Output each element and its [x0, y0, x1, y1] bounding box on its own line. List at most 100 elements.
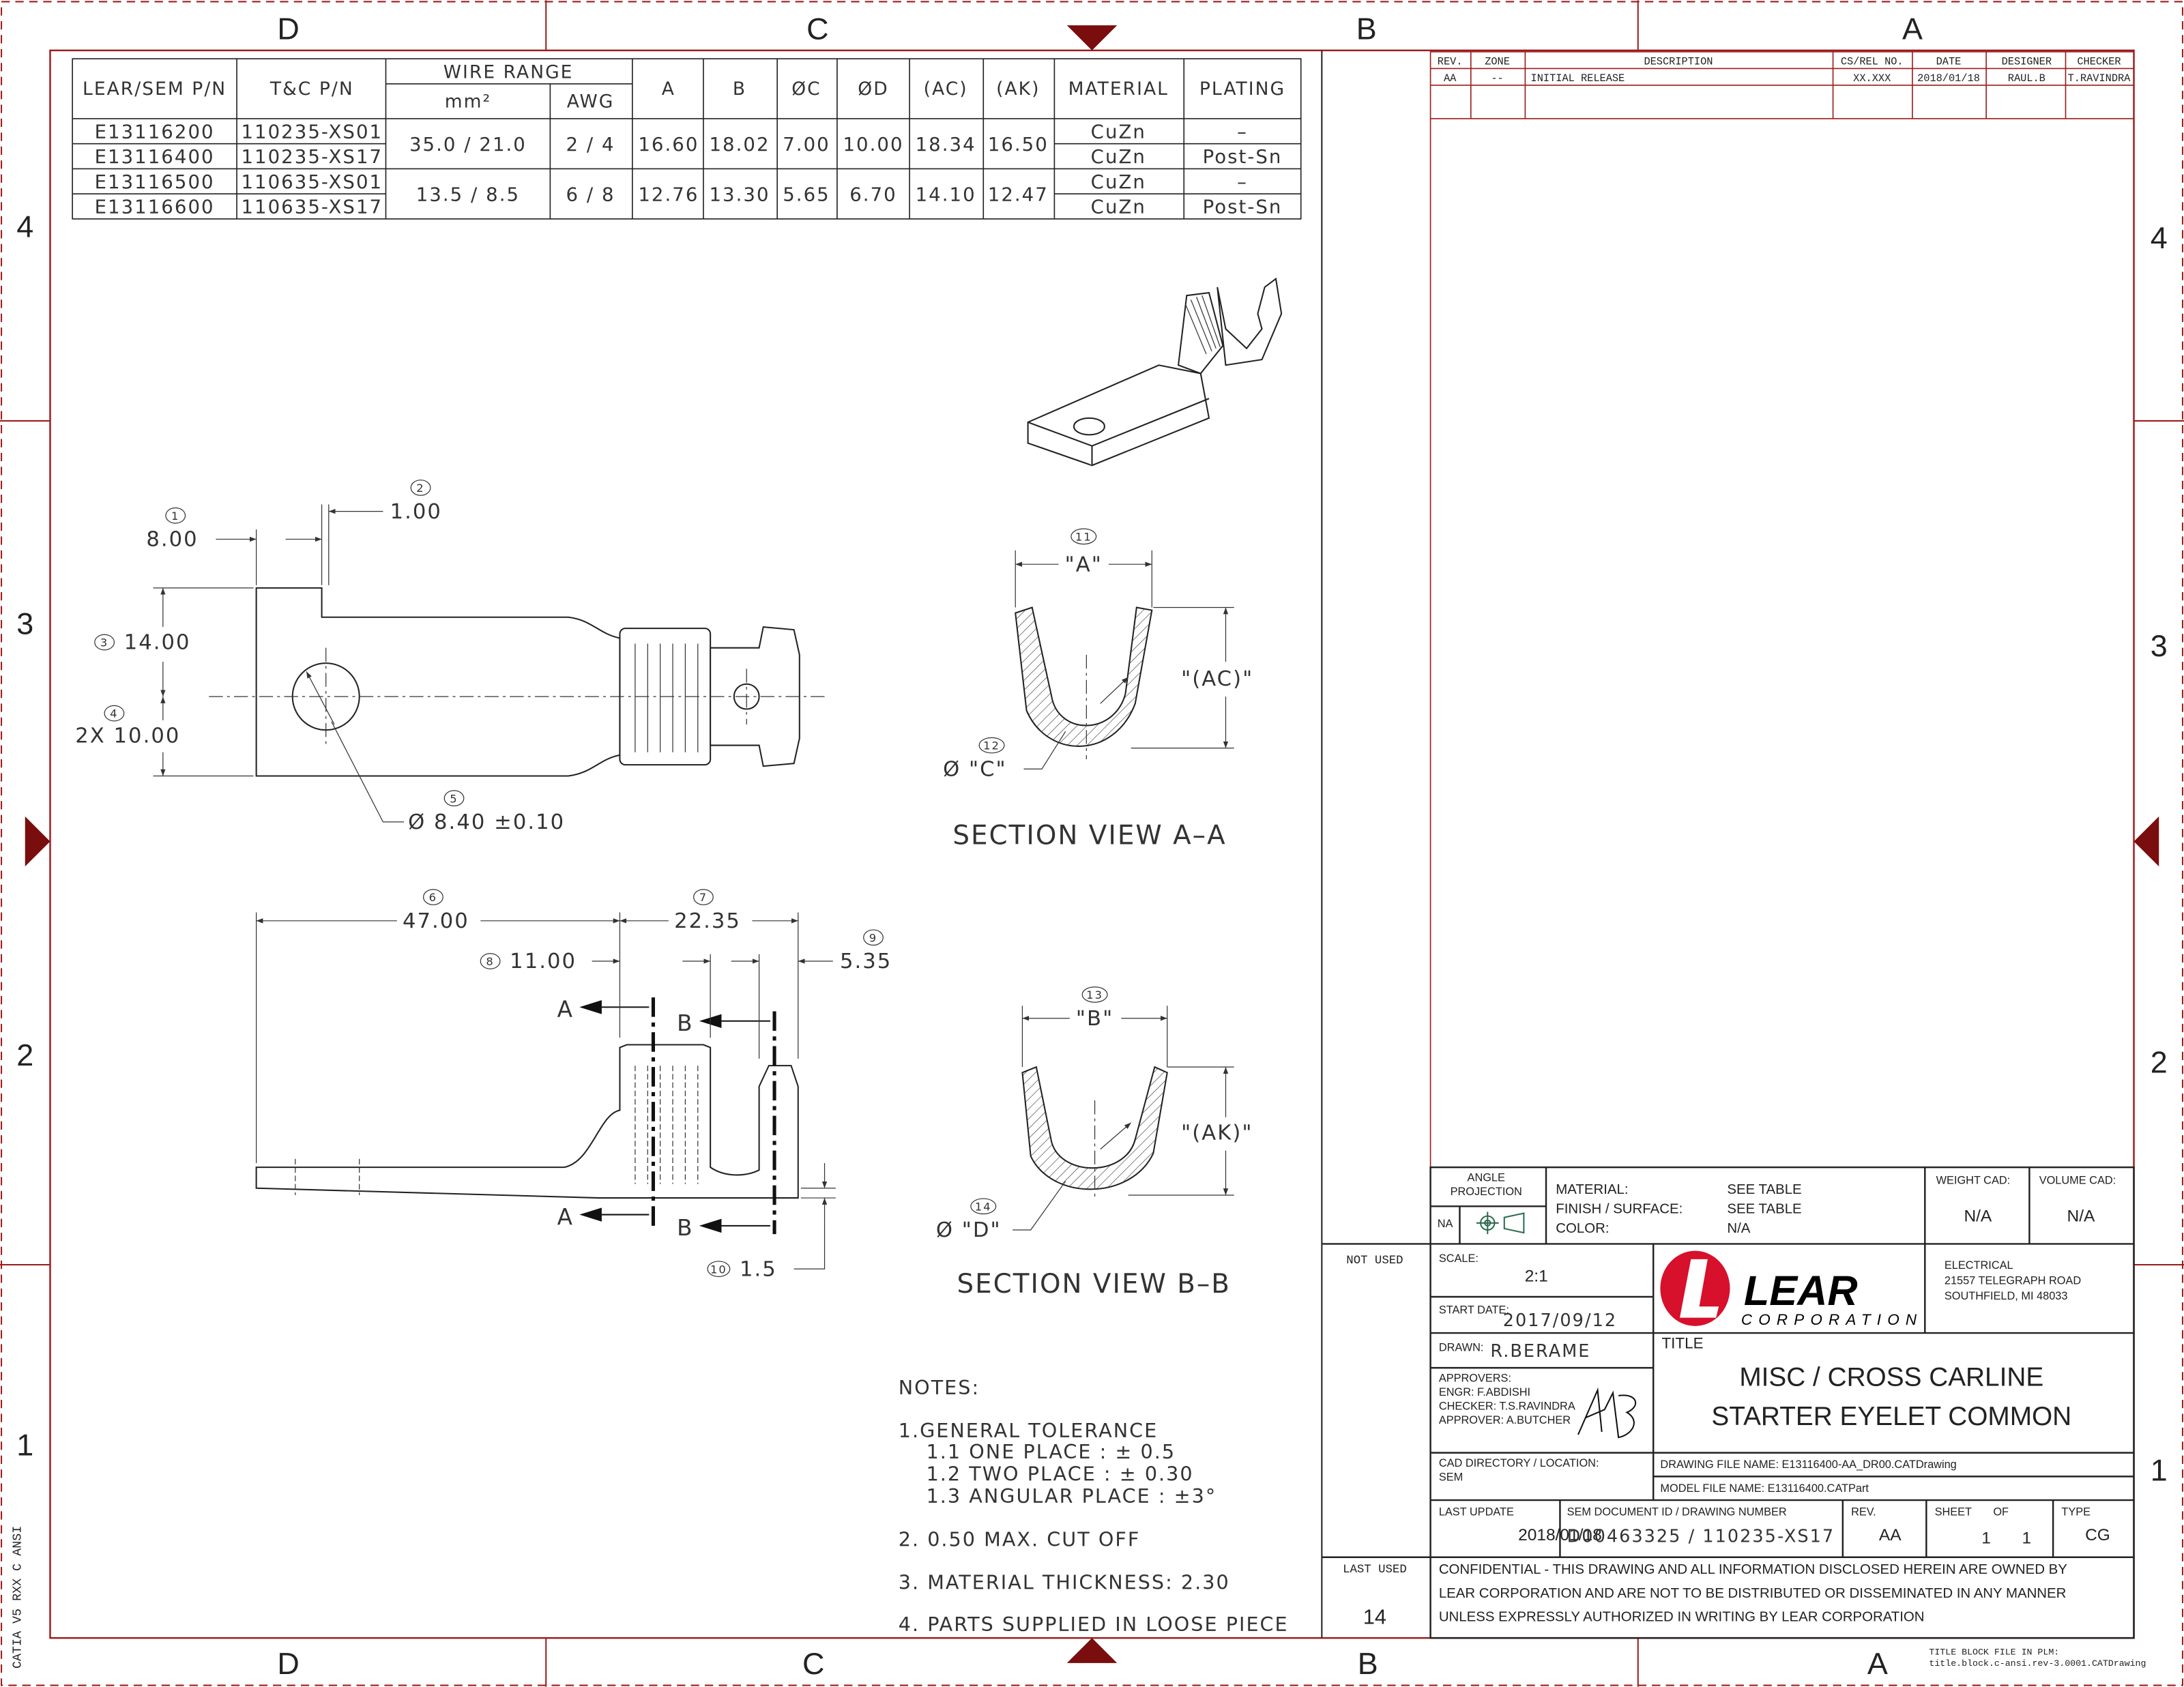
note-line: 1.2 TWO PLACE : ± 0.30: [927, 1462, 1194, 1485]
volume-value: N/A: [2067, 1207, 2095, 1226]
rev-cell: XX.XXX: [1853, 72, 1891, 85]
zone-letter: A: [1867, 1646, 1888, 1681]
address-line: 21557 TELEGRAPH ROAD: [1945, 1275, 2081, 1287]
cut-label-b: B: [677, 1215, 693, 1241]
cell-tc-pn: 110235-XS17: [241, 146, 383, 168]
angle-projection-na: NA: [1438, 1218, 1453, 1230]
of-label: OF: [1993, 1506, 2009, 1519]
balloon: 2: [416, 482, 424, 495]
balloon: 7: [699, 891, 708, 904]
cut-label-b: B: [677, 1010, 693, 1036]
header-material: MATERIAL: [1068, 78, 1169, 100]
notes: NOTES: 1.GENERAL TOLERANCE 1.1 ONE PLACE…: [899, 1376, 1287, 1636]
rev-header: REV.: [1438, 55, 1463, 68]
zone-number: 1: [2151, 1452, 2168, 1487]
balloon: 10: [710, 1263, 727, 1276]
title-block: ANGLE PROJECTION NA WEIGHT CAD: VOLUME C…: [1322, 1166, 2146, 1669]
sheet-total: 1: [2022, 1529, 2032, 1547]
note-line: 1.1 ONE PLACE : ± 0.5: [927, 1440, 1176, 1463]
balloon: 13: [1086, 988, 1103, 1001]
rev-header: DESIGNER: [2002, 55, 2052, 68]
last-used-label: LAST USED: [1343, 1564, 1407, 1576]
table-row: E13116500 110635-XS01 CuZn –: [95, 171, 1247, 193]
sheet-value: 1: [1981, 1529, 1991, 1547]
zone-letter: C: [806, 12, 828, 46]
dimension-14: 14Ø "D": [936, 1198, 1000, 1242]
rev-cell: 2018/01/18: [1917, 72, 1980, 85]
drawing-title-line: MISC / CROSS CARLINE: [1739, 1363, 2043, 1392]
side-view: A A B B: [255, 997, 799, 1241]
color-label: COLOR:: [1556, 1221, 1609, 1236]
cell-a: 12.76: [638, 184, 699, 205]
title-label: TITLE: [1661, 1335, 1703, 1352]
cad-directory: SEM: [1439, 1471, 1463, 1483]
cell-a: 16.60: [638, 134, 699, 156]
material-label: MATERIAL:: [1556, 1182, 1628, 1197]
confidential-line: UNLESS EXPRESSLY AUTHORIZED IN WRITING B…: [1439, 1610, 1925, 1625]
dimension-value: 14.00: [124, 631, 191, 655]
zone-letter: A: [1902, 12, 1923, 46]
table-row: E13116400 110235-XS17 CuZn Post-Sn: [95, 146, 1283, 168]
rev-header: ZONE: [1485, 55, 1510, 68]
dimension-ac: "(AC)": [1181, 667, 1253, 691]
address-line: SOUTHFIELD, MI 48033: [1945, 1290, 2068, 1302]
rev-label: REV.: [1851, 1506, 1876, 1519]
cell-plating: Post-Sn: [1203, 146, 1283, 168]
rev-cell: AA: [1444, 72, 1457, 85]
start-date-label: START DATE:: [1439, 1304, 1509, 1316]
dimension-6: 647.00: [403, 889, 468, 933]
dimension-value: 1.5: [740, 1257, 777, 1281]
center-mark-right: [2134, 816, 2159, 867]
cell-c: 7.00: [783, 134, 830, 156]
lear-logo: LEAR CORPORATION: [1660, 1250, 1917, 1328]
dimension-value: 8.00: [146, 528, 198, 552]
header-c: ØC: [791, 78, 821, 100]
table-group-values: 35.0 / 21.0 2 / 4 16.60 18.02 7.00 10.00…: [409, 134, 1049, 205]
type-value: CG: [2085, 1526, 2110, 1544]
approver-signature: [1577, 1387, 1637, 1439]
header-ac: (AC): [924, 78, 968, 100]
note-line: 1.GENERAL TOLERANCE: [899, 1419, 1159, 1442]
zone-letter: D: [277, 1646, 299, 1681]
cell-plating: –: [1237, 121, 1248, 143]
cut-label-a: A: [557, 1204, 574, 1230]
balloon: 6: [429, 891, 437, 904]
cell-ak: 16.50: [988, 134, 1049, 156]
drawn-value: R.BERAME: [1490, 1341, 1590, 1362]
dimension-value: Ø "C": [943, 757, 1007, 781]
center-mark-bottom: [1066, 1638, 1118, 1663]
dimension-4: 42X 10.00: [75, 705, 179, 748]
dimension-11: 11"A": [1065, 528, 1101, 576]
zone-labels: D C B A D C B A 4 3 2 1 4 3 2 1: [16, 12, 2167, 1682]
dimension-12: 12Ø "C": [943, 737, 1007, 781]
cell-ac: 18.34: [916, 134, 976, 156]
cell-mm2: 13.5 / 8.5: [416, 184, 520, 205]
rev-header: CS/REL NO.: [1841, 55, 1904, 68]
angle-projection-label: PROJECTION: [1451, 1186, 1522, 1198]
catia-standard-label: CATIA V5 RXX C ANSI: [11, 1526, 25, 1669]
table-row: E13116600 110635-XS17 CuZn Post-Sn: [95, 196, 1281, 218]
header-b: B: [733, 78, 746, 100]
parts-rows: E13116200 110235-XS01 CuZn – E13116400 1…: [95, 121, 1283, 218]
scale-label: SCALE:: [1439, 1252, 1479, 1265]
header-wire-range: WIRE RANGE: [443, 62, 574, 83]
approvers-line: APPROVER: A.BUTCHER: [1439, 1414, 1571, 1426]
balloon: 8: [486, 955, 494, 968]
dimension-value: 22.35: [674, 909, 741, 933]
drawing-file-name: DRAWING FILE NAME: E13116400-AA_DR00.CAT…: [1660, 1458, 1956, 1471]
dimension-value: "B": [1076, 1007, 1113, 1031]
cell-material: CuZn: [1091, 121, 1146, 143]
approvers-line: ENGR: F.ABDISHI: [1439, 1386, 1530, 1398]
not-used-label: NOT USED: [1346, 1255, 1403, 1267]
rev-cell: RAUL.B: [2008, 72, 2045, 85]
dimension-2: 21.00: [390, 480, 441, 524]
balloon: 5: [450, 792, 458, 805]
cell-lear-pn: E13116200: [95, 121, 215, 143]
cell-lear-pn: E13116400: [95, 146, 215, 168]
cell-mm2: 35.0 / 21.0: [409, 134, 527, 156]
rev-cell: --: [1491, 72, 1503, 85]
angle-projection-icon: [1476, 1212, 1525, 1235]
cell-lear-pn: E13116500: [95, 171, 215, 193]
last-update-label: LAST UPDATE: [1439, 1506, 1514, 1519]
